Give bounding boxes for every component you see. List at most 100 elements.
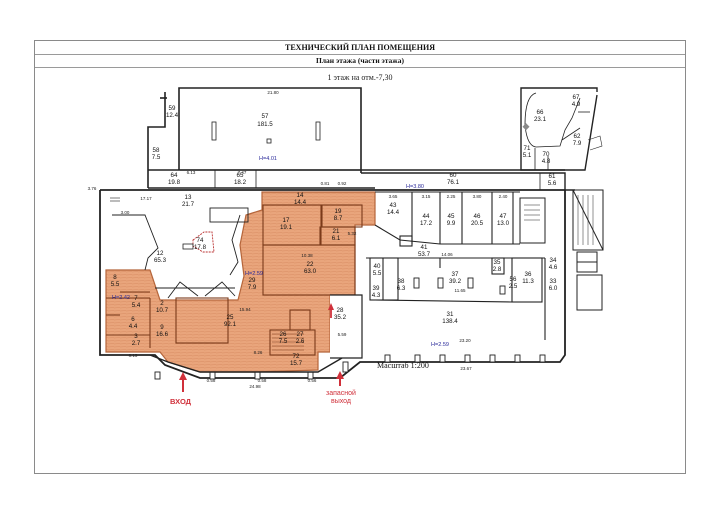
room-13-num: 13 [185,194,192,201]
svg-text:0.92: 0.92 [338,181,347,186]
room-40-num: 40 [374,263,381,270]
svg-text:17.17: 17.17 [140,196,152,201]
emergency-exit-line1: запасной [326,390,356,397]
room-72-area: 15.7 [290,360,303,367]
room-25-area: 92.1 [224,321,237,328]
room-36-num: 36 [525,271,532,278]
room-27-num: 27 [297,331,304,338]
svg-text:3.76: 3.76 [88,186,97,191]
height-label: Н=2.42 [112,295,130,301]
room-35-num: 35 [494,259,501,266]
room-38-area: 6.3 [397,285,406,292]
room-65-num: 65 [237,172,244,179]
room-58-num: 58 [153,147,160,154]
room-74-area: 17.8 [194,244,207,251]
room-60-area: 76.1 [447,179,460,186]
room-19-num: 19 [335,208,342,215]
room-46-area: 20.5 [471,220,484,227]
document-subtitle: План этажа (части этажа) [35,54,685,68]
room-28-arrow [328,303,334,318]
svg-text:5.32: 5.32 [348,231,357,236]
svg-text:21.80: 21.80 [267,90,279,95]
room-19-area: 8.7 [334,215,343,222]
height-label: Н=2.59 [431,342,449,348]
room-39-area: 4.3 [372,292,381,299]
room-57-num: 57 [262,113,269,120]
svg-text:0.81: 0.81 [321,181,330,186]
room-25-num: 25 [227,314,234,321]
svg-text:0.58: 0.58 [258,378,267,383]
svg-text:24.98: 24.98 [249,384,261,389]
room-31-area: 138.4 [442,318,458,325]
room-12-num: 12 [157,250,164,257]
room-26-area: 7.5 [279,338,288,345]
room-33-num: 33 [550,278,557,285]
room-37-num: 37 [452,271,459,278]
room-33-area: 6.0 [549,285,558,292]
svg-text:11.65: 11.65 [455,288,466,293]
room-3-num: 3 [134,333,138,340]
svg-text:0.56: 0.56 [308,378,317,383]
svg-text:6.13: 6.13 [187,170,196,175]
room-36-area: 11.3 [522,278,534,285]
svg-text:3.80: 3.80 [473,194,482,199]
room-47-area: 13.0 [497,220,510,227]
room-41-area: 53.7 [418,251,431,258]
room-74-num: 74 [197,237,204,244]
room-66-area: 23.1 [534,116,547,123]
room-21-num: 21 [333,228,340,235]
room-9-area: 16.6 [156,331,169,338]
main-outline [99,189,566,379]
room-35-area: 2.8 [493,266,502,273]
emergency-exit-arrow [336,371,344,386]
room-12-area: 65.3 [154,257,167,264]
room-44-num: 44 [423,213,430,220]
svg-text:2.25: 2.25 [447,194,456,199]
room-28-area: 35.2 [334,314,347,321]
room-14-area: 14.4 [294,199,307,206]
room-7-num: 7 [134,295,138,302]
room-67-area: 4.9 [572,101,581,108]
room-64-area: 19.8 [168,179,181,186]
room-40-area: 5.5 [373,270,382,277]
room-71-area: 5.1 [523,152,532,159]
room-62-num: 62 [574,133,581,140]
room-65-area: 18.2 [234,179,247,186]
svg-text:3.15: 3.15 [422,194,431,199]
room-2-area: 10.7 [156,307,169,314]
room-43-area: 14.4 [387,209,400,216]
room-29-area: 7.9 [248,284,257,291]
room-7-area: 5.4 [132,302,141,309]
emergency-exit-label: запасной выход [324,390,358,406]
room-45-num: 45 [448,213,455,220]
room-31-num: 31 [447,311,454,318]
room-28-num: 28 [337,307,344,314]
room-26-num: 26 [280,331,287,338]
svg-text:23.67: 23.67 [460,366,472,371]
svg-text:3.00: 3.00 [121,210,130,215]
room-45-area: 9.9 [447,220,456,227]
scale-label: Масштаб 1:200 [377,361,429,370]
svg-text:23.20: 23.20 [459,338,471,343]
room-39-num: 39 [373,285,380,292]
room-59-area: 12.4 [166,112,179,119]
ceiling-heights: Н=4.01 Н=3.80 Н=2.59 Н=2.59 Н=2.42 [112,156,449,348]
room-56-area: 2.5 [509,283,518,290]
room-62-area: 7.9 [573,140,582,147]
floor-label: 1 этаж на отм.-7,30 [327,73,393,82]
room-41-num: 41 [421,244,428,251]
room-44-area: 17.2 [420,220,433,227]
room-58-area: 7.5 [152,154,161,161]
room-14-num: 14 [297,192,304,199]
main-entrance-arrow [179,372,187,392]
room-6-area: 4.4 [129,323,138,330]
svg-text:10.38: 10.38 [301,253,313,258]
room-43-num: 43 [390,202,397,209]
room-3-area: 2.7 [132,340,141,347]
room-61-area: 5.6 [548,180,557,187]
room-8-num: 8 [113,274,117,281]
svg-text:14.06: 14.06 [441,252,453,257]
room-34-num: 34 [550,257,557,264]
svg-text:15.94: 15.94 [239,307,251,312]
room-8-area: 5.5 [111,281,120,288]
